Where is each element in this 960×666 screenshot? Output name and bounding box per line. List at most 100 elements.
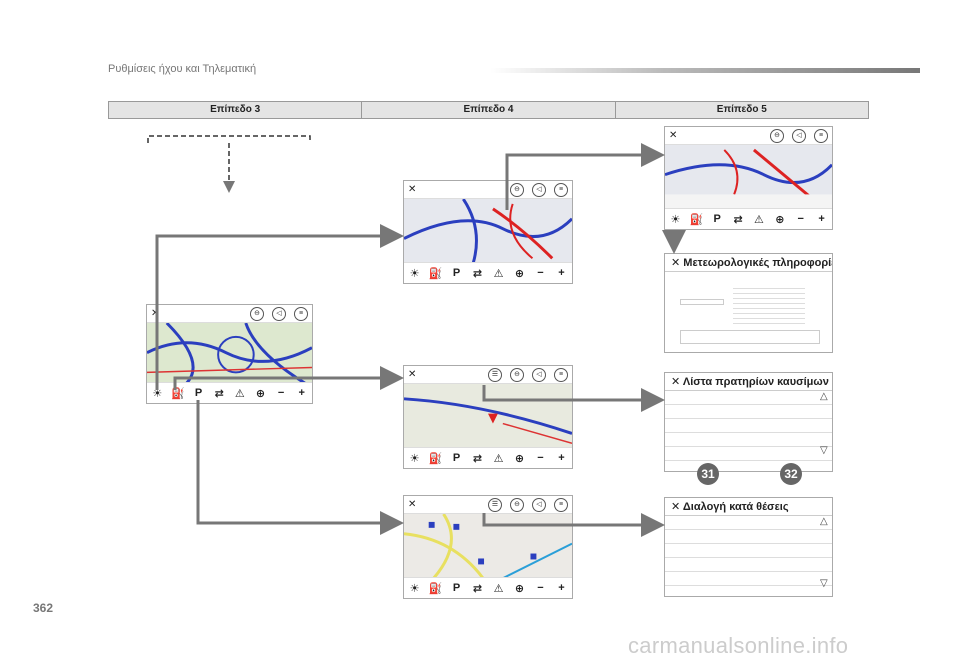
weather-icon[interactable]: ☀: [409, 452, 420, 465]
level4-fuel-map-screen: ✕ ☰ ⊖ ◁ ≡ ☀ ⛽ P ⇄ ⚠ ⊕ − +: [403, 365, 573, 469]
traffic-icon[interactable]: ⇄: [472, 267, 483, 280]
map-toolbar: ☀ ⛽ P ⇄ ⚠ ⊕ − +: [147, 382, 312, 403]
add-icon[interactable]: ⊕: [514, 267, 525, 280]
zoom-in-icon[interactable]: +: [558, 582, 565, 594]
warning-icon[interactable]: ⚠: [754, 213, 764, 226]
compass-icon[interactable]: ◁: [272, 306, 286, 321]
weather-field: [680, 299, 724, 305]
weather-icon[interactable]: ☀: [409, 582, 420, 595]
compass-icon[interactable]: ◁: [792, 128, 806, 143]
list-item[interactable]: [665, 530, 832, 544]
zoom-in-icon[interactable]: +: [298, 387, 305, 399]
map-toolbar: ☀ ⛽ P ⇄ ⚠ ⊕ − +: [404, 447, 572, 468]
screen-topbar: ✕ ⊖ ◁ ≡: [147, 305, 312, 323]
add-icon[interactable]: ⊕: [775, 213, 785, 226]
zoom-in-icon[interactable]: +: [558, 452, 565, 464]
parking-icon[interactable]: P: [452, 452, 461, 464]
list-icon[interactable]: ☰: [488, 367, 502, 382]
map-view: [404, 199, 572, 264]
level-bar: Επίπεδο 3 Επίπεδο 4 Επίπεδο 5: [108, 101, 869, 119]
warning-icon[interactable]: ⚠: [493, 582, 504, 595]
badge-32: 32: [780, 463, 802, 485]
header-rule: [490, 68, 920, 73]
fuel-icon[interactable]: ⛽: [428, 452, 443, 465]
close-icon[interactable]: ✕: [408, 184, 417, 195]
close-icon[interactable]: ✕: [669, 130, 678, 141]
weather-footer: [680, 330, 820, 344]
close-icon[interactable]: ✕: [671, 501, 681, 513]
level5-traffic-detail-screen: ✕ ⊖ ◁ ≡ ☀ ⛽ P ⇄ ⚠ ⊕ − +: [664, 126, 833, 230]
close-icon[interactable]: ✕: [408, 369, 417, 380]
close-icon[interactable]: ✕: [408, 499, 417, 510]
traffic-icon[interactable]: ⇄: [472, 582, 483, 595]
menu-icon[interactable]: ≡: [814, 128, 828, 143]
scroll-up-icon[interactable]: △: [820, 516, 828, 527]
zoom-icon[interactable]: ⊖: [770, 128, 784, 143]
weather-info-screen: ✕ Μετεωρολογικές πληροφορίες: [664, 253, 833, 353]
list-item[interactable]: [665, 544, 832, 558]
scroll-down-icon[interactable]: ▽: [820, 445, 828, 456]
add-icon[interactable]: ⊕: [514, 452, 525, 465]
zoom-icon[interactable]: ⊖: [250, 306, 264, 321]
close-icon[interactable]: ✕: [151, 308, 160, 319]
parking-icon[interactable]: P: [452, 267, 461, 279]
scroll-up-icon[interactable]: △: [820, 391, 828, 402]
compass-icon[interactable]: ◁: [532, 182, 546, 197]
page-header-title: Ρυθμίσεις ήχου και Τηλεματική: [108, 63, 257, 75]
traffic-icon[interactable]: ⇄: [214, 387, 224, 400]
screen-topbar: ✕ ☰ ⊖ ◁ ≡: [404, 366, 572, 384]
zoom-in-icon[interactable]: +: [818, 213, 825, 225]
parking-icon[interactable]: P: [452, 582, 461, 594]
level4-traffic-screen: ✕ ⊖ ◁ ≡ ☀ ⛽ P ⇄ ⚠ ⊕ − +: [403, 180, 573, 284]
screen-topbar: ✕ ⊖ ◁ ≡: [665, 127, 832, 145]
add-icon[interactable]: ⊕: [255, 387, 266, 400]
list-item[interactable]: [665, 572, 832, 586]
weather-icon[interactable]: ☀: [152, 387, 163, 400]
zoom-out-icon[interactable]: −: [537, 452, 544, 464]
compass-icon[interactable]: ◁: [532, 497, 546, 512]
fuel-icon[interactable]: ⛽: [171, 387, 185, 400]
warning-icon[interactable]: ⚠: [234, 387, 245, 400]
list-item[interactable]: [665, 419, 832, 433]
traffic-icon[interactable]: ⇄: [733, 213, 743, 226]
add-icon[interactable]: ⊕: [514, 582, 525, 595]
zoom-icon[interactable]: ⊖: [510, 367, 524, 382]
traffic-icon[interactable]: ⇄: [472, 452, 483, 465]
list-item[interactable]: [665, 405, 832, 419]
list-item[interactable]: [665, 391, 832, 405]
weather-icon[interactable]: ☀: [409, 267, 420, 280]
list-icon[interactable]: ☰: [488, 497, 502, 512]
parking-icon[interactable]: P: [713, 213, 721, 225]
weather-icon[interactable]: ☀: [670, 213, 681, 226]
list-item[interactable]: [665, 433, 832, 447]
menu-icon[interactable]: ≡: [554, 367, 568, 382]
zoom-icon[interactable]: ⊖: [510, 182, 524, 197]
zoom-out-icon[interactable]: −: [537, 582, 544, 594]
warning-icon[interactable]: ⚠: [493, 452, 504, 465]
map-toolbar: ☀ ⛽ P ⇄ ⚠ ⊕ − +: [404, 577, 572, 598]
zoom-in-icon[interactable]: +: [558, 267, 565, 279]
list-item[interactable]: [665, 558, 832, 572]
zoom-out-icon[interactable]: −: [277, 387, 285, 399]
list-item[interactable]: [665, 447, 832, 461]
warning-icon[interactable]: ⚠: [493, 267, 504, 280]
fuel-icon[interactable]: ⛽: [428, 582, 443, 595]
zoom-out-icon[interactable]: −: [797, 213, 804, 225]
parking-icon[interactable]: P: [194, 387, 203, 399]
fuel-icon[interactable]: ⛽: [428, 267, 443, 280]
watermark: carmanualsonline.info: [628, 633, 849, 658]
list-item[interactable]: [665, 516, 832, 530]
fuel-icon[interactable]: ⛽: [689, 213, 704, 226]
level-5-label: Επίπεδο 5: [716, 104, 767, 115]
zoom-icon[interactable]: ⊖: [510, 497, 524, 512]
menu-icon[interactable]: ≡: [554, 182, 568, 197]
menu-icon[interactable]: ≡: [554, 497, 568, 512]
close-icon[interactable]: ✕: [671, 257, 681, 269]
parking-panel-title: ✕ Διαλογή κατά θέσεις: [665, 498, 832, 516]
scroll-down-icon[interactable]: ▽: [820, 578, 828, 589]
map-toolbar: ☀ ⛽ P ⇄ ⚠ ⊕ − +: [404, 262, 572, 283]
compass-icon[interactable]: ◁: [532, 367, 546, 382]
close-icon[interactable]: ✕: [671, 376, 681, 388]
menu-icon[interactable]: ≡: [294, 306, 308, 321]
zoom-out-icon[interactable]: −: [537, 267, 544, 279]
